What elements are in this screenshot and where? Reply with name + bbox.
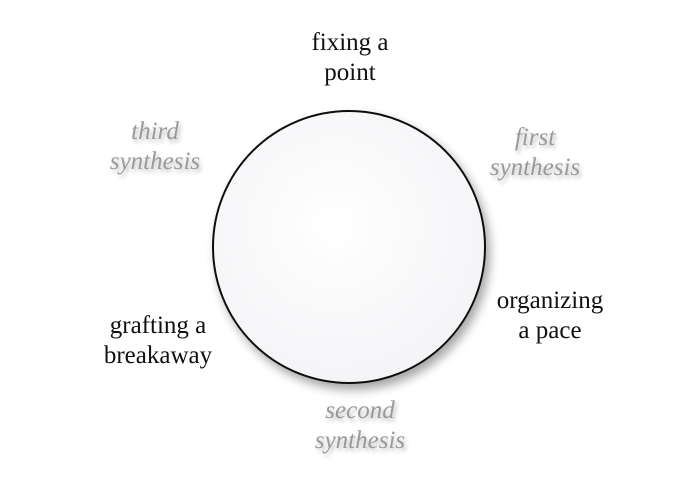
stage-label-line: fixing a bbox=[311, 29, 389, 56]
synthesis-label-line: third bbox=[131, 118, 179, 145]
synthesis-label-line: synthesis bbox=[109, 148, 201, 175]
synthesis-label-line: second bbox=[325, 397, 395, 424]
synthesis-label-line: synthesis bbox=[489, 154, 581, 181]
stage-label-line: grafting a bbox=[109, 312, 207, 339]
stage-label-line: a pace bbox=[518, 317, 582, 344]
stage-label-line: breakaway bbox=[103, 342, 213, 369]
stage-label-organizing-a-pace: organizing a pace bbox=[470, 286, 630, 346]
synthesis-label-second: second synthesis bbox=[280, 396, 440, 456]
stage-label-line: point bbox=[324, 59, 376, 86]
stage-label-fixing-a-point: fixing a point bbox=[260, 28, 440, 88]
synthesis-label-line: first bbox=[514, 124, 556, 151]
stage-label-grafting-a-breakaway: grafting a breakaway bbox=[68, 311, 248, 371]
synthesis-label-third: third synthesis bbox=[75, 117, 235, 177]
synthesis-label-first: first synthesis bbox=[455, 123, 615, 183]
synthesis-label-line: synthesis bbox=[314, 427, 406, 454]
stage-label-line: organizing bbox=[496, 287, 604, 314]
cycle-circle bbox=[212, 110, 486, 384]
